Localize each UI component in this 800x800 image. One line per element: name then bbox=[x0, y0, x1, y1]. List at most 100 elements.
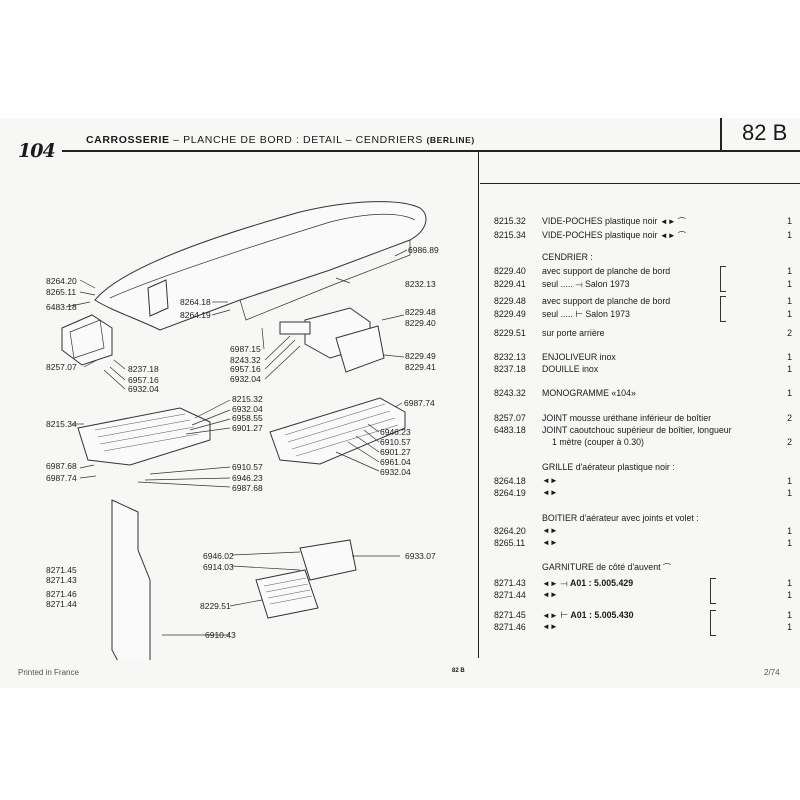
list-item: 8264.19 ◄► 1 bbox=[494, 488, 792, 498]
left-arrow-icon: ◄► bbox=[542, 476, 558, 485]
label-8237-18: 8237.18 bbox=[128, 364, 159, 374]
label-6932-04d: 6932.04 bbox=[380, 467, 411, 477]
dashboard-outline bbox=[94, 201, 427, 331]
rear-ashtray-frame bbox=[299, 539, 357, 581]
list-item: 8215.34 VIDE-POCHES plastique noir ◄► ⌒ … bbox=[494, 230, 792, 240]
list-item: 8243.32 MONOGRAMME «104» 1 bbox=[494, 388, 792, 398]
list-item: 8229.40 avec support de planche de bord … bbox=[494, 266, 792, 276]
label-6987-68a: 6987.68 bbox=[46, 461, 77, 471]
model-logo: 104 bbox=[18, 140, 56, 162]
monogram-plate bbox=[279, 321, 311, 335]
label-6987-74a: 6987.74 bbox=[404, 398, 435, 408]
bracket bbox=[710, 578, 716, 604]
list-item: 8271.43 ◄► ⟞ A01 : 5.005.429 1 bbox=[494, 578, 792, 588]
label-6987-74b: 6987.74 bbox=[46, 473, 77, 483]
exploded-diagram: 8264.20 8265.11 6483.18 8257.07 8237.18 … bbox=[46, 201, 439, 660]
label-8264-19: 8264.19 bbox=[180, 310, 211, 320]
label-8229-49: 8229.49 bbox=[405, 351, 436, 361]
label-6932-04c: 6932.04 bbox=[232, 404, 263, 414]
right-arrow-icon: ◄► bbox=[542, 590, 558, 599]
label-6933-07: 6933.07 bbox=[405, 551, 436, 561]
left-arrow-icon: ◄► bbox=[542, 579, 558, 588]
vide-poches-right bbox=[269, 397, 406, 465]
label-8229-51: 8229.51 bbox=[200, 601, 231, 611]
label-6901-27a: 6901.27 bbox=[232, 423, 263, 433]
list-top-rule bbox=[480, 183, 800, 184]
label-6914-03: 6914.03 bbox=[203, 562, 234, 572]
section-heading: GARNITURE de côté d'auvent ⌒ bbox=[542, 562, 671, 572]
list-item: 8237.18 DOUILLE inox 1 bbox=[494, 364, 792, 374]
label-8229-40: 8229.40 bbox=[405, 318, 436, 328]
label-8215-34: 8215.34 bbox=[46, 419, 77, 429]
label-6932-04a: 6932.04 bbox=[128, 384, 159, 394]
list-item: 8271.45 ◄► ⊢ A01 : 5.005.430 1 bbox=[494, 610, 792, 620]
label-8265-11: 8265.11 bbox=[46, 287, 76, 297]
label-6957-16a: 6957.16 bbox=[128, 375, 159, 385]
section-heading: BOITIER d'aérateur avec joints et volet … bbox=[542, 513, 699, 523]
left-right-arrow-icon: ◄► ⌒ bbox=[659, 231, 686, 240]
list-item: 8232.13 ENJOLIVEUR inox 1 bbox=[494, 352, 792, 362]
label-6957-16b: 6957.16 bbox=[230, 364, 261, 374]
list-item: 8229.48 avec support de planche de bord … bbox=[494, 296, 792, 306]
page-title: CARROSSERIE – PLANCHE DE BORD : DETAIL –… bbox=[86, 134, 475, 146]
list-item: 1 mètre (couper à 0.30) 2 bbox=[552, 437, 792, 447]
rear-ashtray-body bbox=[255, 569, 319, 619]
section-heading: GRILLE d'aérateur plastique noir : bbox=[542, 462, 675, 472]
list-item: 8271.44 ◄► 1 bbox=[494, 590, 792, 600]
label-6987-68b: 6987.68 bbox=[232, 483, 263, 493]
left-arrow-icon: ◄► bbox=[542, 526, 558, 535]
list-item: 8229.51 sur porte arrière 2 bbox=[494, 328, 792, 338]
ashtray-box bbox=[335, 325, 385, 373]
label-6946-23a: 6946.23 bbox=[380, 427, 411, 437]
label-6946-23b: 6946.23 bbox=[232, 473, 263, 483]
section-heading: CENDRIER : bbox=[542, 252, 593, 262]
leader-lines bbox=[65, 249, 408, 636]
label-8232-13: 8232.13 bbox=[405, 279, 436, 289]
title-main: CARROSSERIE bbox=[86, 134, 170, 146]
label-8271-43: 8271.43 bbox=[46, 575, 77, 585]
bracket bbox=[720, 296, 726, 322]
page-code: 82 B bbox=[742, 120, 788, 145]
right-arrow-icon: ◄► bbox=[542, 538, 558, 547]
label-6910-57b: 6910.57 bbox=[232, 462, 263, 472]
door-trim bbox=[111, 499, 151, 660]
list-item: 8257.07 JOINT mousse uréthane inférieur … bbox=[494, 413, 792, 423]
label-8257-07: 8257.07 bbox=[46, 362, 77, 372]
list-item: 8271.46 ◄► 1 bbox=[494, 622, 792, 632]
footer-printed: Printed in France bbox=[18, 668, 79, 677]
label-8271-46: 8271.46 bbox=[46, 589, 77, 599]
label-8229-41: 8229.41 bbox=[405, 362, 436, 372]
footer-code: 82 B bbox=[452, 668, 465, 674]
list-item: 8215.32 VIDE-POCHES plastique noir ◄► ⌒ … bbox=[494, 216, 792, 226]
label-8264-18: 8264.18 bbox=[180, 297, 211, 307]
list-item: 8264.18 ◄► 1 bbox=[494, 476, 792, 486]
list-item: 8229.49 seul ..... ⊢ Salon 1973 1 bbox=[494, 309, 792, 319]
label-8243-32: 8243.32 bbox=[230, 355, 261, 365]
column-divider bbox=[478, 151, 480, 658]
label-8229-48: 8229.48 bbox=[405, 307, 436, 317]
title-variant: (BERLINE) bbox=[426, 135, 475, 145]
label-6986-89: 6986.89 bbox=[408, 245, 439, 255]
footer-date: 2/74 bbox=[764, 668, 780, 677]
bracket bbox=[710, 610, 716, 636]
label-8264-20: 8264.20 bbox=[46, 276, 77, 286]
label-6483-18: 6483.18 bbox=[46, 302, 77, 312]
list-item: 8265.11 ◄► 1 bbox=[494, 538, 792, 548]
label-6961-04: 6961.04 bbox=[380, 457, 411, 467]
header-rule bbox=[62, 150, 800, 152]
right-arrow-icon: ◄► bbox=[542, 622, 558, 631]
vide-poches-left bbox=[77, 407, 211, 466]
label-6932-04b: 6932.04 bbox=[230, 374, 261, 384]
label-6910-43: 6910.43 bbox=[205, 630, 236, 640]
bracket bbox=[720, 266, 726, 292]
page-code-divider bbox=[720, 118, 722, 152]
label-8215-32: 8215.32 bbox=[232, 394, 263, 404]
label-8271-44: 8271.44 bbox=[46, 599, 77, 609]
list-item: 6483.18 JOINT caoutchouc supérieur de bo… bbox=[494, 425, 732, 435]
left-arrow-icon: ◄► bbox=[542, 611, 558, 620]
title-rest: – PLANCHE DE BORD : DETAIL – CENDRIERS bbox=[173, 134, 423, 146]
label-6958-55: 6958.55 bbox=[232, 413, 263, 423]
label-6910-57a: 6910.57 bbox=[380, 437, 411, 447]
label-6987-15: 6987.15 bbox=[230, 344, 261, 354]
door-side-icon: ⌒ bbox=[663, 563, 671, 572]
